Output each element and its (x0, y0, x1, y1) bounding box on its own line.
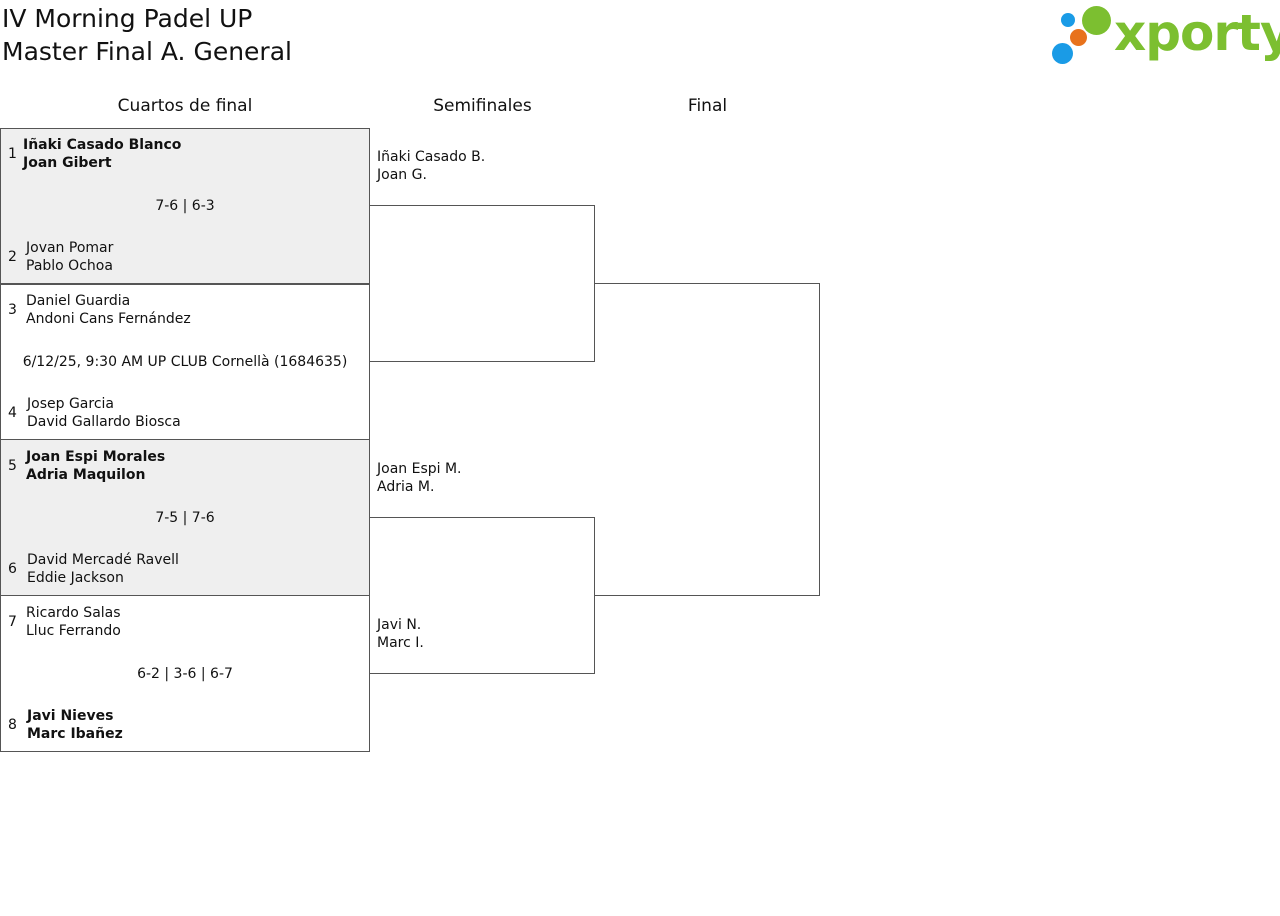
match-score: 6-2 | 3-6 | 6-7 (137, 666, 233, 682)
semifinal-slot-3[interactable]: Joan Espi M. Adria M. (377, 460, 462, 496)
round-heading-semifinals: Semifinales (433, 96, 532, 116)
seed-number: 1 (8, 146, 17, 162)
team-2-names: Jovan Pomar Pablo Ochoa (26, 239, 113, 275)
player-name: Marc Ibañez (27, 726, 123, 742)
bracket-line (595, 595, 820, 596)
round-heading-quarterfinals: Cuartos de final (117, 96, 253, 116)
bracket-line (819, 283, 820, 596)
player-name: Iñaki Casado Blanco (23, 137, 182, 153)
bracket-line (370, 205, 595, 206)
tournament-name: IV Morning Padel UP (2, 4, 253, 33)
player-name: David Mercadé Ravell (27, 552, 179, 568)
bracket-line (594, 517, 595, 674)
team-5-names: Joan Espi Morales Adria Maquilon (26, 448, 165, 484)
bracket-line (594, 205, 595, 362)
player-name: Adria Maquilon (26, 467, 146, 483)
seed-number: 7 (8, 614, 17, 630)
bracket-line (595, 283, 820, 284)
player-name: Joan Espi Morales (26, 449, 166, 465)
team-1-names: Iñaki Casado Blanco Joan Gibert (23, 136, 181, 172)
seed-number: 5 (8, 458, 17, 474)
page-title: IV Morning Padel UP Master Final A. Gene… (2, 2, 292, 68)
xporty-logo[interactable]: xporty (1052, 4, 1280, 67)
player-name: Iñaki Casado B. (377, 149, 486, 165)
seed-number: 4 (8, 405, 17, 421)
logo-dot-blue-large (1052, 43, 1073, 64)
player-name: Joan Espi M. (377, 461, 462, 477)
player-name: Andoni Cans Fernández (26, 311, 191, 327)
player-name: Daniel Guardia (26, 293, 131, 309)
logo-wordmark: xporty (1114, 4, 1280, 62)
logo-dot-blue (1061, 13, 1075, 27)
match-schedule: 6/12/25, 9:30 AM UP CLUB Cornellà (16846… (22, 354, 348, 370)
player-name: Eddie Jackson (27, 570, 124, 586)
bracket-line (370, 517, 595, 518)
draw-name: Master Final A. General (2, 37, 292, 66)
player-name: Javi Nieves (27, 708, 114, 724)
player-name: Marc I. (377, 635, 424, 651)
seed-number: 2 (8, 249, 17, 265)
bracket-line (370, 361, 595, 362)
player-name: Javi N. (377, 617, 422, 633)
semifinal-slot-1[interactable]: Iñaki Casado B. Joan G. (377, 148, 485, 184)
quarterfinal-match-4[interactable]: 7 Ricardo Salas Lluc Ferrando 6-2 | 3-6 … (0, 595, 370, 752)
seed-number: 8 (8, 717, 17, 733)
logo-dot-orange (1070, 29, 1087, 46)
semifinal-slot-4[interactable]: Javi N. Marc I. (377, 616, 424, 652)
player-name: Josep Garcia (27, 396, 114, 412)
player-name: Joan G. (377, 167, 427, 183)
match-score: 7-6 | 6-3 (155, 198, 215, 214)
bracket-line (370, 673, 595, 674)
team-3-names: Daniel Guardia Andoni Cans Fernández (26, 292, 191, 328)
seed-number: 3 (8, 302, 17, 318)
team-7-names: Ricardo Salas Lluc Ferrando (26, 604, 121, 640)
player-name: Adria M. (377, 479, 435, 495)
match-score: 7-5 | 7-6 (155, 510, 215, 526)
player-name: Ricardo Salas (26, 605, 121, 621)
player-name: Jovan Pomar (26, 240, 114, 256)
quarterfinal-match-3[interactable]: 5 Joan Espi Morales Adria Maquilon 7-5 |… (0, 439, 370, 596)
logo-dot-green (1082, 6, 1111, 35)
seed-number: 6 (8, 561, 17, 577)
team-4-names: Josep Garcia David Gallardo Biosca (27, 395, 181, 431)
round-heading-final: Final (687, 96, 728, 116)
quarterfinal-match-1[interactable]: 1 Iñaki Casado Blanco Joan Gibert 7-6 | … (0, 128, 370, 285)
team-6-names: David Mercadé Ravell Eddie Jackson (27, 551, 179, 587)
player-name: Joan Gibert (23, 155, 112, 171)
team-8-names: Javi Nieves Marc Ibañez (27, 707, 123, 743)
player-name: Pablo Ochoa (26, 258, 113, 274)
player-name: Lluc Ferrando (26, 623, 121, 639)
quarterfinal-match-2[interactable]: 3 Daniel Guardia Andoni Cans Fernández 6… (0, 283, 370, 440)
player-name: David Gallardo Biosca (27, 414, 181, 430)
